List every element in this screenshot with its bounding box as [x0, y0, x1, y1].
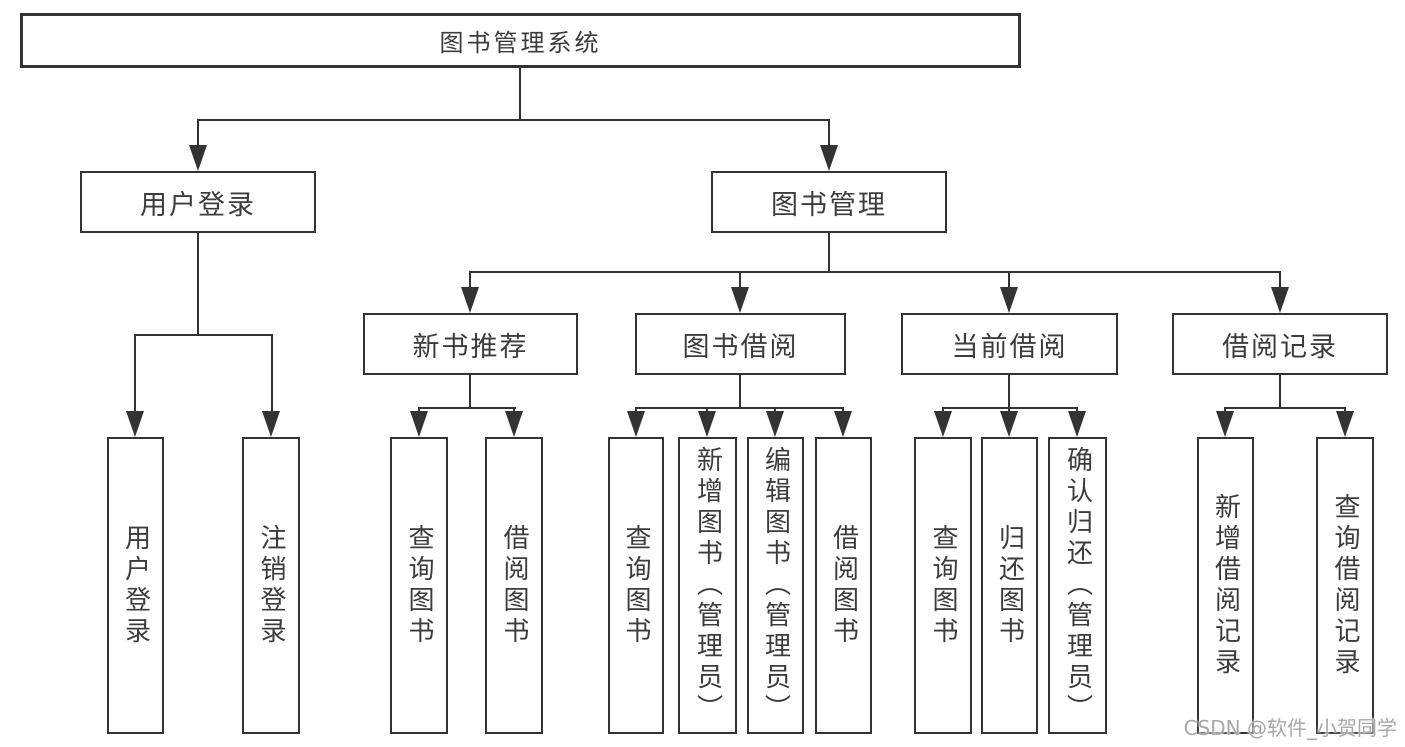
- connector-line: [197, 119, 830, 121]
- connector-line: [197, 119, 199, 147]
- connector-line: [1224, 407, 1345, 409]
- leaf-label: 编辑图书（管理员）: [760, 446, 791, 725]
- leaf-query-borrow-record: 查询借阅记录: [1316, 437, 1374, 734]
- leaf-borrow-books: 借阅图书: [815, 437, 872, 734]
- node-library-management-system: 图书管理系统: [20, 13, 1021, 68]
- leaf-label: 新增图书（管理员）: [692, 446, 723, 725]
- arrow-down-icon: [126, 411, 144, 437]
- node-label: 新书推荐: [412, 331, 529, 363]
- leaf-confirm-return-admin: 确认归还（管理员）: [1048, 437, 1107, 734]
- arrow-down-icon: [698, 411, 716, 437]
- leaf-label: 借阅图书: [828, 523, 859, 648]
- leaf-query-books-recommend: 查询图书: [390, 437, 448, 734]
- leaf-query-books-current: 查询图书: [914, 437, 972, 734]
- connector-line: [1279, 271, 1281, 289]
- arrow-down-icon: [1068, 411, 1086, 437]
- connector-line: [469, 271, 1281, 273]
- node-label: 借阅记录: [1222, 331, 1338, 363]
- arrow-down-icon: [820, 145, 838, 171]
- arrow-down-icon: [505, 411, 523, 437]
- connector-line: [828, 233, 830, 273]
- node-label: 当前借阅: [951, 331, 1068, 363]
- node-current-borrowing: 当前借阅: [901, 313, 1118, 375]
- leaf-label: 归还图书: [994, 523, 1025, 648]
- connector-line: [828, 119, 830, 147]
- node-label: 图书管理系统: [439, 29, 602, 57]
- connector-line: [635, 407, 844, 409]
- leaf-label: 查询图书: [621, 523, 651, 648]
- arrow-down-icon: [1000, 411, 1018, 437]
- arrow-down-icon: [1000, 287, 1018, 313]
- leaf-label: 查询借阅记录: [1330, 492, 1360, 679]
- connector-line: [271, 334, 273, 413]
- arrow-down-icon: [189, 145, 207, 171]
- arrow-down-icon: [731, 287, 749, 313]
- leaf-label: 确认归还（管理员）: [1062, 446, 1093, 725]
- node-user-login: 用户登录: [80, 171, 316, 233]
- leaf-logout-login: 注销登录: [242, 437, 300, 734]
- leaf-user-login: 用户登录: [107, 437, 164, 734]
- connector-line: [197, 233, 199, 336]
- connector-line: [1279, 375, 1281, 409]
- arrow-down-icon: [934, 411, 952, 437]
- node-label: 图书管理: [771, 189, 887, 221]
- connector-line: [1008, 375, 1010, 409]
- arrow-down-icon: [262, 411, 280, 437]
- connector-line: [1008, 271, 1010, 289]
- node-book-borrowing: 图书借阅: [635, 313, 846, 375]
- node-label: 图书借阅: [682, 331, 799, 363]
- connector-line: [469, 375, 471, 409]
- leaf-query-books-borrowing: 查询图书: [608, 437, 664, 734]
- arrow-down-icon: [766, 411, 784, 437]
- connector-line: [739, 375, 741, 409]
- watermark: CSDN @软件_小贺同学: [1183, 716, 1397, 740]
- leaf-label: 用户登录: [120, 523, 151, 648]
- leaf-label: 注销登录: [256, 523, 286, 648]
- leaf-label: 查询图书: [928, 523, 958, 648]
- leaf-borrow-books-recommend: 借阅图书: [485, 437, 543, 734]
- arrow-down-icon: [461, 287, 479, 313]
- arrow-down-icon: [1216, 411, 1234, 437]
- arrow-down-icon: [834, 411, 852, 437]
- node-borrowing-records: 借阅记录: [1172, 313, 1388, 375]
- leaf-return-book: 归还图书: [981, 437, 1038, 734]
- connector-line: [134, 334, 136, 413]
- node-book-management: 图书管理: [711, 171, 947, 233]
- node-label: 用户登录: [140, 189, 256, 221]
- connector-line: [469, 271, 471, 289]
- leaf-label: 借阅图书: [499, 523, 529, 648]
- connector-line: [418, 407, 516, 409]
- connector-line: [519, 68, 521, 120]
- arrow-down-icon: [627, 411, 645, 437]
- arrow-down-icon: [1271, 287, 1289, 313]
- arrow-down-icon: [1336, 411, 1354, 437]
- node-new-book-recommend: 新书推荐: [363, 313, 578, 375]
- connector-line: [134, 334, 273, 336]
- connector-line: [739, 271, 741, 289]
- arrow-down-icon: [410, 411, 428, 437]
- leaf-label: 新增借阅记录: [1210, 492, 1241, 679]
- leaf-label: 查询图书: [404, 523, 434, 648]
- leaf-add-book-admin: 新增图书（管理员）: [678, 437, 737, 734]
- leaf-edit-book-admin: 编辑图书（管理员）: [747, 437, 804, 734]
- leaf-add-borrow-record: 新增借阅记录: [1197, 437, 1254, 734]
